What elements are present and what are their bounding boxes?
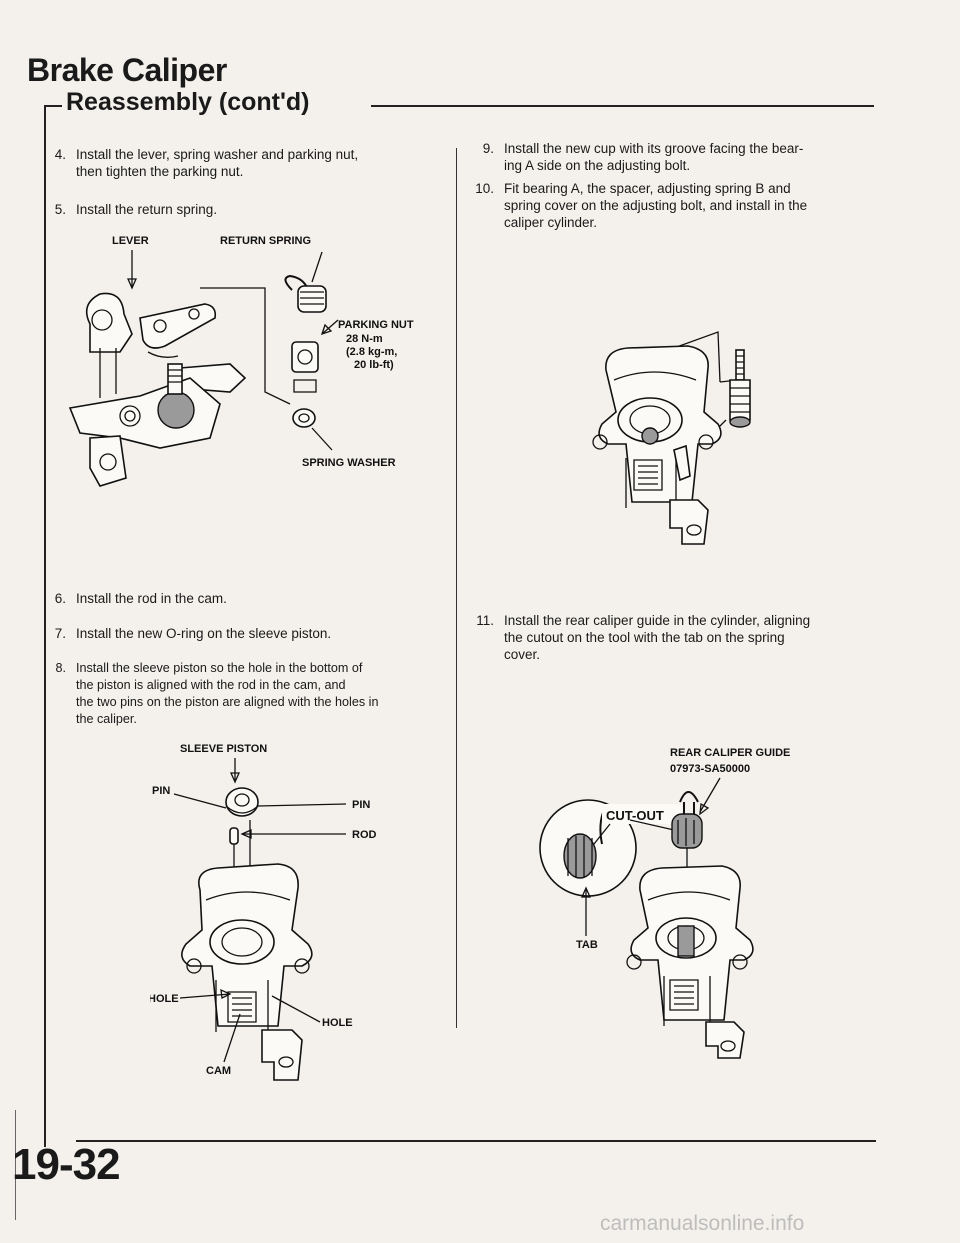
step-number: 5. bbox=[54, 202, 66, 217]
label-hole-left: HOLE bbox=[150, 993, 179, 1005]
step-text-line: the caliper. bbox=[76, 712, 137, 726]
step-text-line: Install the new O-ring on the sleeve pis… bbox=[76, 626, 332, 641]
label-guide-name: REAR CALIPER GUIDE bbox=[670, 747, 790, 759]
step-text-line: the cutout on the tool with the tab on t… bbox=[504, 630, 785, 645]
figure-sleeve-piston: SLEEVE PISTON PIN PIN ROD HOLE HOLE CAM bbox=[150, 743, 377, 1081]
label-sleeve-piston: SLEEVE PISTON bbox=[180, 743, 267, 755]
column-divider bbox=[456, 148, 457, 1028]
step-text-line: then tighten the parking nut. bbox=[76, 164, 244, 179]
step-text-line: the piston is aligned with the rod in th… bbox=[76, 678, 346, 692]
step-text-line: Install the lever, spring washer and par… bbox=[76, 147, 359, 162]
section-title: Reassembly (cont'd) bbox=[66, 88, 310, 116]
step-number: 4. bbox=[54, 147, 66, 162]
label-hole-right: HOLE bbox=[322, 1017, 353, 1029]
spring-washer-part bbox=[292, 408, 316, 428]
step-number: 10. bbox=[475, 181, 494, 196]
caliper-body-3 bbox=[592, 345, 722, 545]
figure-adjusting-bolt bbox=[592, 331, 751, 545]
page-title: Brake Caliper bbox=[27, 52, 227, 88]
sleeve-piston-part bbox=[225, 787, 259, 817]
step-text-line: Install the rear caliper guide in the cy… bbox=[504, 613, 811, 628]
bottom-rule bbox=[76, 1140, 876, 1142]
cutout-detail-view: CUT-OUT bbox=[539, 799, 682, 897]
step-text-line: spring cover on the adjusting bolt, and … bbox=[504, 198, 808, 213]
section-bracket bbox=[44, 105, 62, 1147]
label-pin-left: PIN bbox=[152, 785, 170, 797]
step-text-line: Fit bearing A, the spacer, adjusting spr… bbox=[504, 181, 791, 196]
step-number: 7. bbox=[54, 626, 66, 641]
label-spring-washer: SPRING WASHER bbox=[302, 457, 396, 469]
step-text-line: the two pins on the piston are aligned w… bbox=[76, 695, 379, 709]
step-text-line: Install the sleeve piston so the hole in… bbox=[76, 661, 363, 675]
label-rod: ROD bbox=[352, 829, 377, 841]
label-lever: LEVER bbox=[112, 235, 149, 247]
watermark: carmanualsonline.info bbox=[600, 1212, 805, 1235]
page-edge-tick bbox=[15, 1110, 16, 1220]
step-number: 6. bbox=[54, 591, 66, 606]
label-pin-right: PIN bbox=[352, 799, 370, 811]
step-text-line: cover. bbox=[504, 647, 541, 662]
caliper-body-2 bbox=[181, 863, 313, 1081]
step-text-line: Install the rod in the cam. bbox=[76, 591, 227, 606]
label-tab: TAB bbox=[576, 939, 598, 951]
step-text-line: Install the return spring. bbox=[76, 202, 218, 217]
caliper-body-4 bbox=[626, 865, 754, 1059]
label-cutout: CUT-OUT bbox=[606, 808, 664, 823]
figure-rear-caliper-guide: REAR CALIPER GUIDE 07973-SA50000 CUT-OUT… bbox=[539, 747, 790, 1059]
figure-lever-assembly: LEVER RETURN SPRING PARKING NUT 28 N-m (… bbox=[68, 235, 414, 487]
step-number: 9. bbox=[482, 141, 494, 156]
step-text-line: ing A side on the adjusting bolt. bbox=[504, 158, 691, 173]
page-number: 19-32 bbox=[12, 1140, 121, 1189]
label-torque-1: 28 N-m bbox=[346, 333, 383, 345]
step-number: 11. bbox=[476, 613, 494, 628]
label-guide-part-number: 07973-SA50000 bbox=[670, 763, 750, 775]
label-cam: CAM bbox=[206, 1065, 231, 1077]
label-torque-2: (2.8 kg-m, bbox=[346, 346, 397, 358]
step-text-line: Install the new cup with its groove faci… bbox=[504, 141, 804, 156]
section-rule bbox=[371, 105, 874, 107]
step-text-line: caliper cylinder. bbox=[504, 215, 598, 230]
label-parking-nut: PARKING NUT bbox=[338, 319, 414, 331]
label-return-spring: RETURN SPRING bbox=[220, 235, 311, 247]
adjusting-bolt-part bbox=[729, 349, 751, 428]
parking-nut-part bbox=[291, 341, 319, 393]
label-torque-3: 20 lb-ft) bbox=[354, 359, 394, 371]
return-spring-part bbox=[284, 274, 327, 313]
caliper-body bbox=[68, 292, 247, 487]
step-number: 8. bbox=[55, 661, 66, 675]
section-header: Reassembly (cont'd) bbox=[44, 88, 874, 1147]
